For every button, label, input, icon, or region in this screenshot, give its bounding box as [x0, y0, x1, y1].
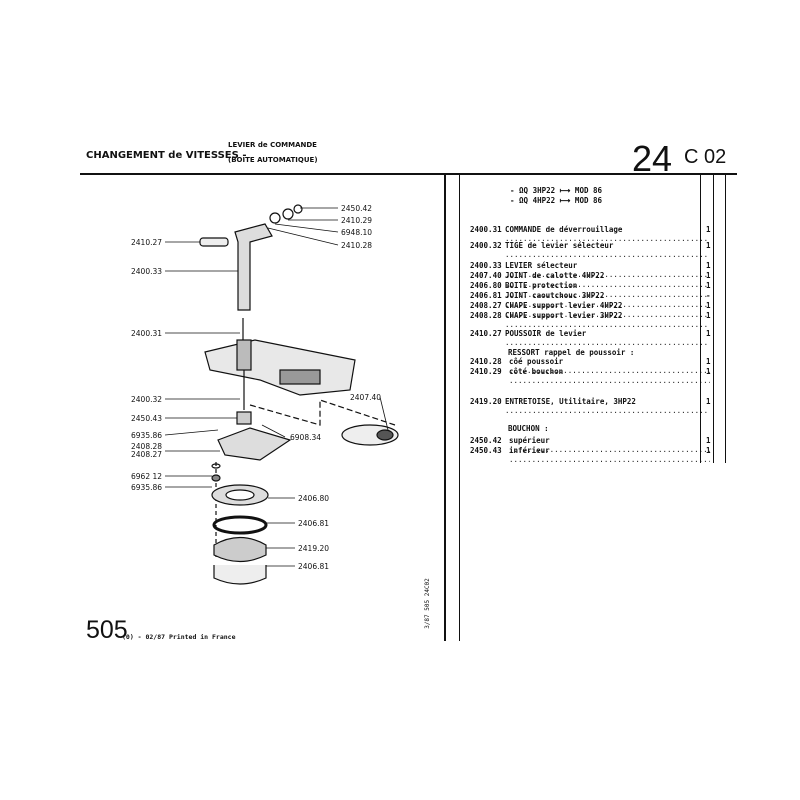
- part-description: JOINT caoutchouc 3HP22: [505, 291, 710, 309]
- callout-label: 2406.81: [298, 519, 330, 528]
- page-title: CHANGEMENT de VITESSES -: [86, 150, 247, 161]
- callout-label: 2450.42: [341, 204, 373, 213]
- callout-label: 2406.80: [298, 494, 330, 503]
- part-quantity: 1: [706, 367, 711, 376]
- part-quantity: 1: [706, 446, 711, 455]
- callout-label: 2400.31: [131, 329, 163, 338]
- part-quantity: 1: [706, 311, 711, 320]
- part-ref: 2406.80: [470, 281, 502, 290]
- part-description: TIGE de levier sélecteur: [505, 241, 710, 259]
- section-code: C 02: [684, 146, 727, 168]
- callout-label: 2408.28: [131, 442, 163, 451]
- callout-label: 6935.86: [131, 431, 163, 440]
- callout-label: 6935.86: [131, 483, 163, 492]
- part-quantity: 1: [706, 225, 711, 234]
- part-description: JOINT de calotte 4HP22: [505, 271, 710, 289]
- page-subtitle-2: (BOITE AUTOMATIQUE): [228, 156, 318, 164]
- part-description: ENTRETOISE, Utilitaire, 3HP22: [505, 397, 710, 415]
- callout-label: 2407.40: [350, 393, 382, 402]
- callout-label: 2408.27: [131, 450, 163, 459]
- callout-label: 2400.33: [131, 267, 163, 276]
- callout-label: 6908.34: [290, 433, 322, 442]
- part-description: inférieur: [505, 446, 710, 464]
- model-number: 505: [86, 616, 128, 644]
- callout-label: 6948.10: [341, 228, 373, 237]
- subheading-bouchon: BOUCHON :: [508, 424, 549, 433]
- part-quantity: 1: [706, 357, 711, 366]
- callout-label: 2410.28: [341, 241, 373, 250]
- part-ref: 2408.27: [470, 301, 502, 310]
- part-quantity: 1: [706, 436, 711, 445]
- part-quantity: -: [706, 291, 711, 300]
- selector-gate: [204, 339, 356, 396]
- part-ref: 2450.43: [470, 446, 502, 455]
- part-description: LEVIER sélecteur: [505, 261, 710, 279]
- qty-column-line: [713, 173, 714, 463]
- callout-label: 6962 12: [131, 472, 163, 481]
- part-ref: 2450.42: [470, 436, 502, 445]
- part-ref: 2400.32: [470, 241, 502, 250]
- subheading-ressort: RESSORT rappel de poussoir :: [508, 348, 635, 357]
- page-subtitle-1: LEVIER de COMMANDE: [228, 141, 317, 149]
- part-quantity: 1: [706, 271, 711, 280]
- part-quantity: 1: [706, 261, 711, 270]
- part-description: côté bouchon: [505, 367, 710, 385]
- part-ref: 2419.20: [470, 397, 502, 406]
- column-divider: [444, 173, 446, 641]
- part-row: 2450.43inférieur1: [470, 446, 711, 464]
- spacer: [213, 536, 267, 563]
- pushbutton: [199, 237, 229, 247]
- part-ref: 2400.31: [470, 225, 502, 234]
- part-ref: 2410.29: [470, 367, 502, 376]
- selector-lever: [234, 223, 273, 311]
- part-ref: 2410.28: [470, 357, 502, 366]
- part-description: supérieur: [505, 436, 710, 454]
- part-quantity: 1: [706, 397, 711, 406]
- part-description: BOITE protection: [505, 281, 710, 299]
- part-quantity: 1: [706, 301, 711, 310]
- callout-label: 2406.81: [298, 562, 330, 571]
- part-ref: 2410.27: [470, 329, 502, 338]
- part-description: CHAPE support levier 4HP22: [505, 301, 710, 319]
- rubber-seal: [212, 515, 268, 535]
- part-quantity: 1: [706, 329, 711, 338]
- part-ref: 2406.81: [470, 291, 502, 300]
- applicability-line: - ΩQ 4HP22 ⟼ MOD 86: [510, 196, 603, 205]
- part-row: 2450.42supérieur1: [470, 436, 711, 454]
- applicability-line: - ΩQ 3HP22 ⟼ MOD 86: [510, 186, 603, 195]
- part-description: POUSSOIR de levier: [505, 329, 710, 347]
- lever-bracket: [217, 427, 292, 461]
- vertical-reference: 3/87 505 24C02: [423, 578, 431, 629]
- group-number: 24: [632, 138, 673, 179]
- header-rule: [80, 173, 737, 175]
- callout-label: 2450.43: [131, 414, 163, 423]
- column-divider: [459, 173, 460, 641]
- part-ref: 2408.28: [470, 311, 502, 320]
- print-info: (0) - 02/87 Printed in France: [122, 633, 236, 641]
- part-ref: 2407.40: [470, 271, 502, 280]
- part-quantity: 1: [706, 241, 711, 250]
- callout-label: 2410.27: [131, 238, 163, 247]
- part-quantity: 1: [706, 281, 711, 290]
- part-description: COMMANDE de déverrouillage: [505, 225, 710, 243]
- part-description: côé poussoir: [505, 357, 710, 375]
- callout-label: 2410.29: [341, 216, 373, 225]
- part-description: CHAPE support levier 3HP22: [505, 311, 710, 329]
- callout-label: 2419.20: [298, 544, 330, 553]
- callout-label: 2400.32: [131, 395, 163, 404]
- qty-column-line: [725, 173, 726, 463]
- part-ref: 2400.33: [470, 261, 502, 270]
